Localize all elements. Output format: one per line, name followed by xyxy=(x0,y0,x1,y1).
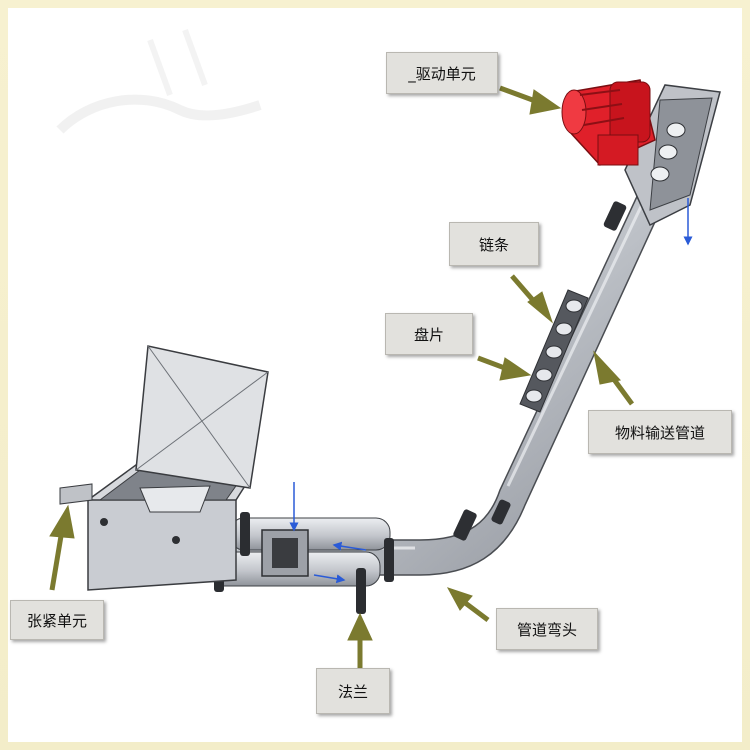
tension-box-lid xyxy=(135,345,269,489)
disc-plates xyxy=(525,299,583,403)
label-tension-unit: 张紧单元 xyxy=(10,600,104,640)
label-pipe-elbow: 管道弯头 xyxy=(496,608,598,650)
arrow-pipe-elbow xyxy=(446,587,490,622)
arrow-drive-unit xyxy=(499,85,562,115)
drive-sprocket-discs xyxy=(650,122,686,182)
material-pipe-body xyxy=(197,189,667,576)
label-material-pipe: 物料输送管道 xyxy=(588,410,732,454)
flow-arrows xyxy=(289,198,693,584)
arrow-flange xyxy=(347,612,373,668)
label-flange: 法兰 xyxy=(316,668,390,714)
callout-arrows xyxy=(49,85,635,668)
arrow-material-pipe xyxy=(593,350,635,406)
arrow-tension-unit xyxy=(49,504,75,591)
drive-motor xyxy=(561,79,656,166)
label-drive-unit: _驱动单元 xyxy=(386,52,498,94)
tension-box xyxy=(59,345,269,591)
disc-window xyxy=(519,289,589,413)
watermark-smudge xyxy=(56,28,262,134)
label-chain: 链条 xyxy=(449,222,539,266)
pipe-collars xyxy=(453,201,627,541)
arrow-chain xyxy=(510,274,554,324)
label-disc: 盘片 xyxy=(385,313,473,355)
arrow-disc xyxy=(477,355,532,381)
